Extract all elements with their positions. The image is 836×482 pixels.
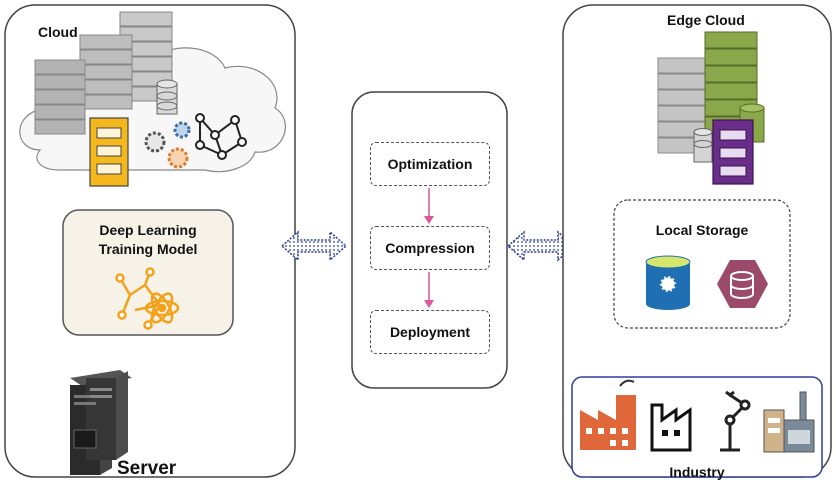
stage-optimization: Optimization: [370, 142, 490, 186]
model-title-line2: Training Model: [98, 241, 198, 257]
server-label: Server: [117, 458, 177, 479]
model-title-line1: Deep Learning: [99, 222, 197, 238]
stage-deployment: Deployment: [370, 310, 490, 354]
local-storage-title: Local Storage: [655, 222, 749, 238]
server-icon: [70, 370, 132, 475]
factory-outline-icon: [650, 403, 692, 452]
factory-orange-icon: [580, 379, 636, 450]
neural-network-icon: [195, 113, 247, 160]
model-network-icon: [115, 267, 180, 330]
purple-cabinet-icon: [712, 119, 754, 185]
stage-compression: Compression: [370, 226, 490, 270]
industry-label: Industry: [669, 464, 725, 480]
robot-arm-icon: [720, 390, 751, 452]
local-storage-box: [613, 199, 791, 329]
factory-industrial-icon: [763, 391, 815, 453]
gears-icon: [144, 121, 191, 169]
storage-database-hexagon-icon: [717, 260, 768, 308]
edge-cloud-title: Edge Cloud: [667, 12, 745, 28]
cloud-database-icon: [156, 79, 178, 115]
storage-gear-cylinder-icon: [645, 255, 691, 310]
stage-arrow-2: [424, 272, 434, 308]
yellow-cabinet-icon: [89, 117, 129, 187]
cloud-pipeline-double-arrow: [280, 230, 348, 262]
edge-small-database-icon: [693, 128, 713, 163]
stage-arrow-1: [424, 188, 434, 224]
cloud-server-stack-mid: [79, 34, 133, 110]
cloud-server-stack-front: [34, 59, 86, 135]
cloud-title: Cloud: [38, 24, 78, 40]
